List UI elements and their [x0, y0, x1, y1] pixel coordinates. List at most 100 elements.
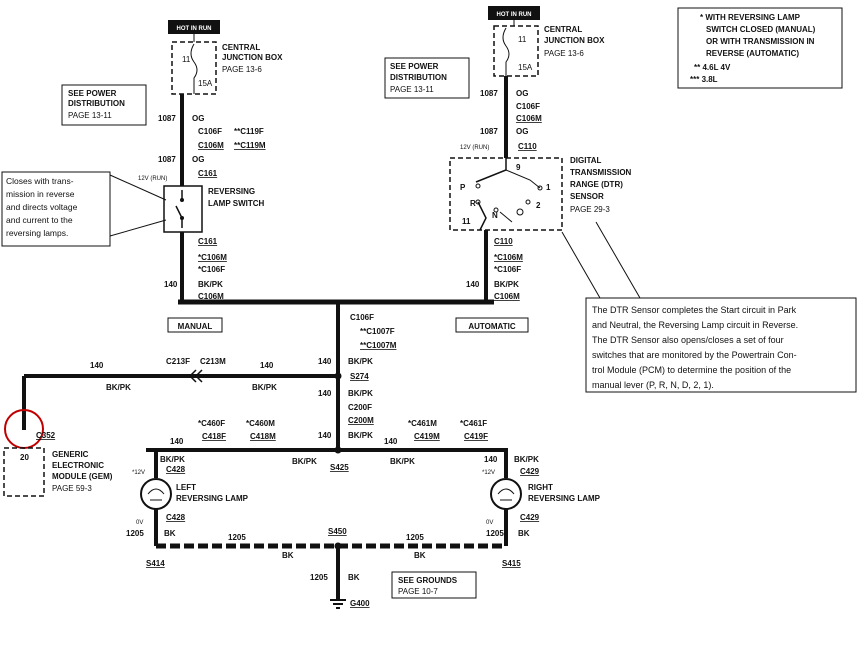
conn-c460f: *C460F: [198, 419, 225, 428]
conn-c106m-star-left: *C106M: [198, 253, 227, 262]
splice-s450-label: S450: [328, 527, 347, 536]
conn-c1007f: **C1007F: [360, 327, 395, 336]
right-lamp-label-2: REVERSING LAMP: [528, 494, 601, 503]
dtr-label-1: DIGITAL: [570, 156, 602, 165]
dtr-pos-2: 2: [536, 201, 541, 210]
conn-c200m: C200M: [348, 416, 374, 425]
power-left-2: DISTRIBUTION: [68, 99, 125, 108]
fuse-number-left: 11: [182, 55, 191, 64]
v12-run-left: 12V (RUN): [138, 176, 167, 182]
legend-box: [677, 7, 843, 89]
dtr-pin-9: 9: [516, 163, 521, 172]
legend-line-6: *** 3.8L: [690, 75, 718, 84]
dtr-label-4: SENSOR: [570, 192, 604, 201]
conn-c419f: C419F: [464, 432, 488, 441]
power-right-page: PAGE 13-11: [390, 85, 434, 94]
manual-label: MANUAL: [178, 322, 213, 331]
conn-c428-bottom: C428: [166, 513, 186, 522]
see-grounds-page: PAGE 10-7: [398, 587, 438, 596]
conn-c419m: C419M: [414, 432, 440, 441]
wire-label-bk-gbus-a: BK: [282, 551, 294, 560]
callout-right-5: trol Module (PCM) to determine the posit…: [592, 365, 791, 375]
wire-label-bkpk-center-c: BK/PK: [348, 431, 373, 440]
conn-c352: C352: [36, 431, 56, 440]
ground-g400-label: G400: [350, 599, 370, 608]
dtr-pos-1: 1: [546, 183, 551, 192]
fuse-symbol-left: [190, 43, 198, 94]
wire-label-og-left-a: OG: [192, 114, 204, 123]
conn-c429-top: C429: [520, 467, 540, 476]
legend-line-3: OR WITH TRANSMISSION IN: [706, 37, 815, 46]
conn-c200f: C200F: [348, 403, 372, 412]
wire-label-1087-left-a: 1087: [158, 114, 176, 123]
conn-c106m-star-right: *C106M: [494, 253, 523, 262]
callout-left-3: and directs voltage: [6, 202, 78, 212]
reversing-switch-label-2: LAMP SWITCH: [208, 199, 265, 208]
power-right-1: SEE POWER: [390, 62, 439, 71]
callout-left-5: reversing lamps.: [6, 228, 68, 238]
wire-label-bk-gbus-b: BK: [414, 551, 426, 560]
reversing-switch-label-1: REVERSING: [208, 187, 255, 196]
wire-label-140-center-a: 140: [318, 357, 332, 366]
gem-label-2: ELECTRONIC: [52, 461, 104, 470]
wire-label-140-right-lamp: 140: [484, 455, 498, 464]
conn-c106f-star-left: *C106F: [198, 265, 225, 274]
callout-right-pointer-a: [595, 221, 641, 299]
wire-label-og-right-b: OG: [516, 127, 528, 136]
conn-c106f-left: C106F: [198, 127, 222, 136]
callout-dtr-sensor: [585, 297, 857, 393]
conn-c161-bottom: C161: [198, 237, 218, 246]
legend-line-5: ** 4.6L 4V: [694, 63, 731, 72]
hot-in-run-label-left: HOT IN RUN: [177, 26, 212, 32]
wire-label-1087-left-b: 1087: [158, 155, 176, 164]
central-junction-box-right: [493, 25, 539, 77]
conn-c119f: **C119F: [234, 127, 264, 136]
cjb-title-right-2: JUNCTION BOX: [544, 36, 605, 45]
splice-s415-label: S415: [502, 559, 521, 568]
dtr-page: PAGE 29-3: [570, 205, 610, 214]
hot-in-run-label-right: HOT IN RUN: [497, 12, 532, 18]
see-grounds-box: [391, 571, 477, 599]
wire-label-140-gem-a: 140: [90, 361, 104, 370]
callout-right-1: The DTR Sensor completes the Start circu…: [592, 305, 797, 315]
left-lamp-label-1: LEFT: [176, 483, 196, 492]
right-lamp-label-1: RIGHT: [528, 483, 553, 492]
hot-in-run-badge-right: [488, 6, 540, 20]
callout-right-3: The DTR Sensor also opens/closes a set o…: [592, 335, 784, 345]
wire-label-bkpk-left: BK/PK: [198, 280, 223, 289]
callout-left-pointer: [109, 174, 167, 201]
wire-label-1205-ground: 1205: [310, 573, 328, 582]
wire-label-1087-right-b: 1087: [480, 127, 498, 136]
wire-label-og-left-b: OG: [192, 155, 204, 164]
legend-line-4: REVERSE (AUTOMATIC): [706, 49, 799, 58]
callout-left-2: mission in reverse: [6, 189, 75, 199]
conn-c213f: C213F: [166, 357, 190, 366]
automatic-label: AUTOMATIC: [468, 322, 515, 331]
fuse-symbol-right: [502, 27, 510, 76]
cjb-title-left-2: JUNCTION BOX: [222, 53, 283, 62]
dtr-label-3: RANGE (DTR): [570, 180, 623, 189]
conn-c1007m: **C1007M: [360, 341, 397, 350]
conn-c461m: *C461M: [408, 419, 437, 428]
dtr-pin-11: 11: [462, 217, 471, 226]
wire-label-1205-left-lamp: 1205: [126, 529, 144, 538]
wire-label-bkpk-gem-b: BK/PK: [252, 383, 277, 392]
dtr-label-2: TRANSMISSION: [570, 168, 632, 177]
conn-c106m-right-bottom: C106M: [494, 292, 520, 301]
power-left-page: PAGE 13-11: [68, 111, 112, 120]
wire-label-20: 20: [20, 453, 29, 462]
conn-c106f-center: C106F: [350, 313, 374, 322]
wire-label-bkpk-right: BK/PK: [494, 280, 519, 289]
callout-right-6: manual lever (P, R, N, D, 2, 1).: [592, 380, 714, 390]
wire-label-bkpk-left-lamp: BK/PK: [160, 455, 185, 464]
conn-c119m: **C119M: [234, 141, 266, 150]
ov-left-lamp: 0V: [136, 520, 143, 526]
splice-s425-label: S425: [330, 463, 349, 472]
power-left-1: SEE POWER: [68, 89, 117, 98]
wire-label-1205-gbus-b: 1205: [406, 533, 424, 542]
right-lamp-bulb-icon: [490, 478, 522, 510]
v12-left-lamp: *12V: [132, 470, 145, 476]
ov-right-lamp: 0V: [486, 520, 493, 526]
power-right-2: DISTRIBUTION: [390, 73, 447, 82]
splice-s274-label: S274: [350, 372, 369, 381]
